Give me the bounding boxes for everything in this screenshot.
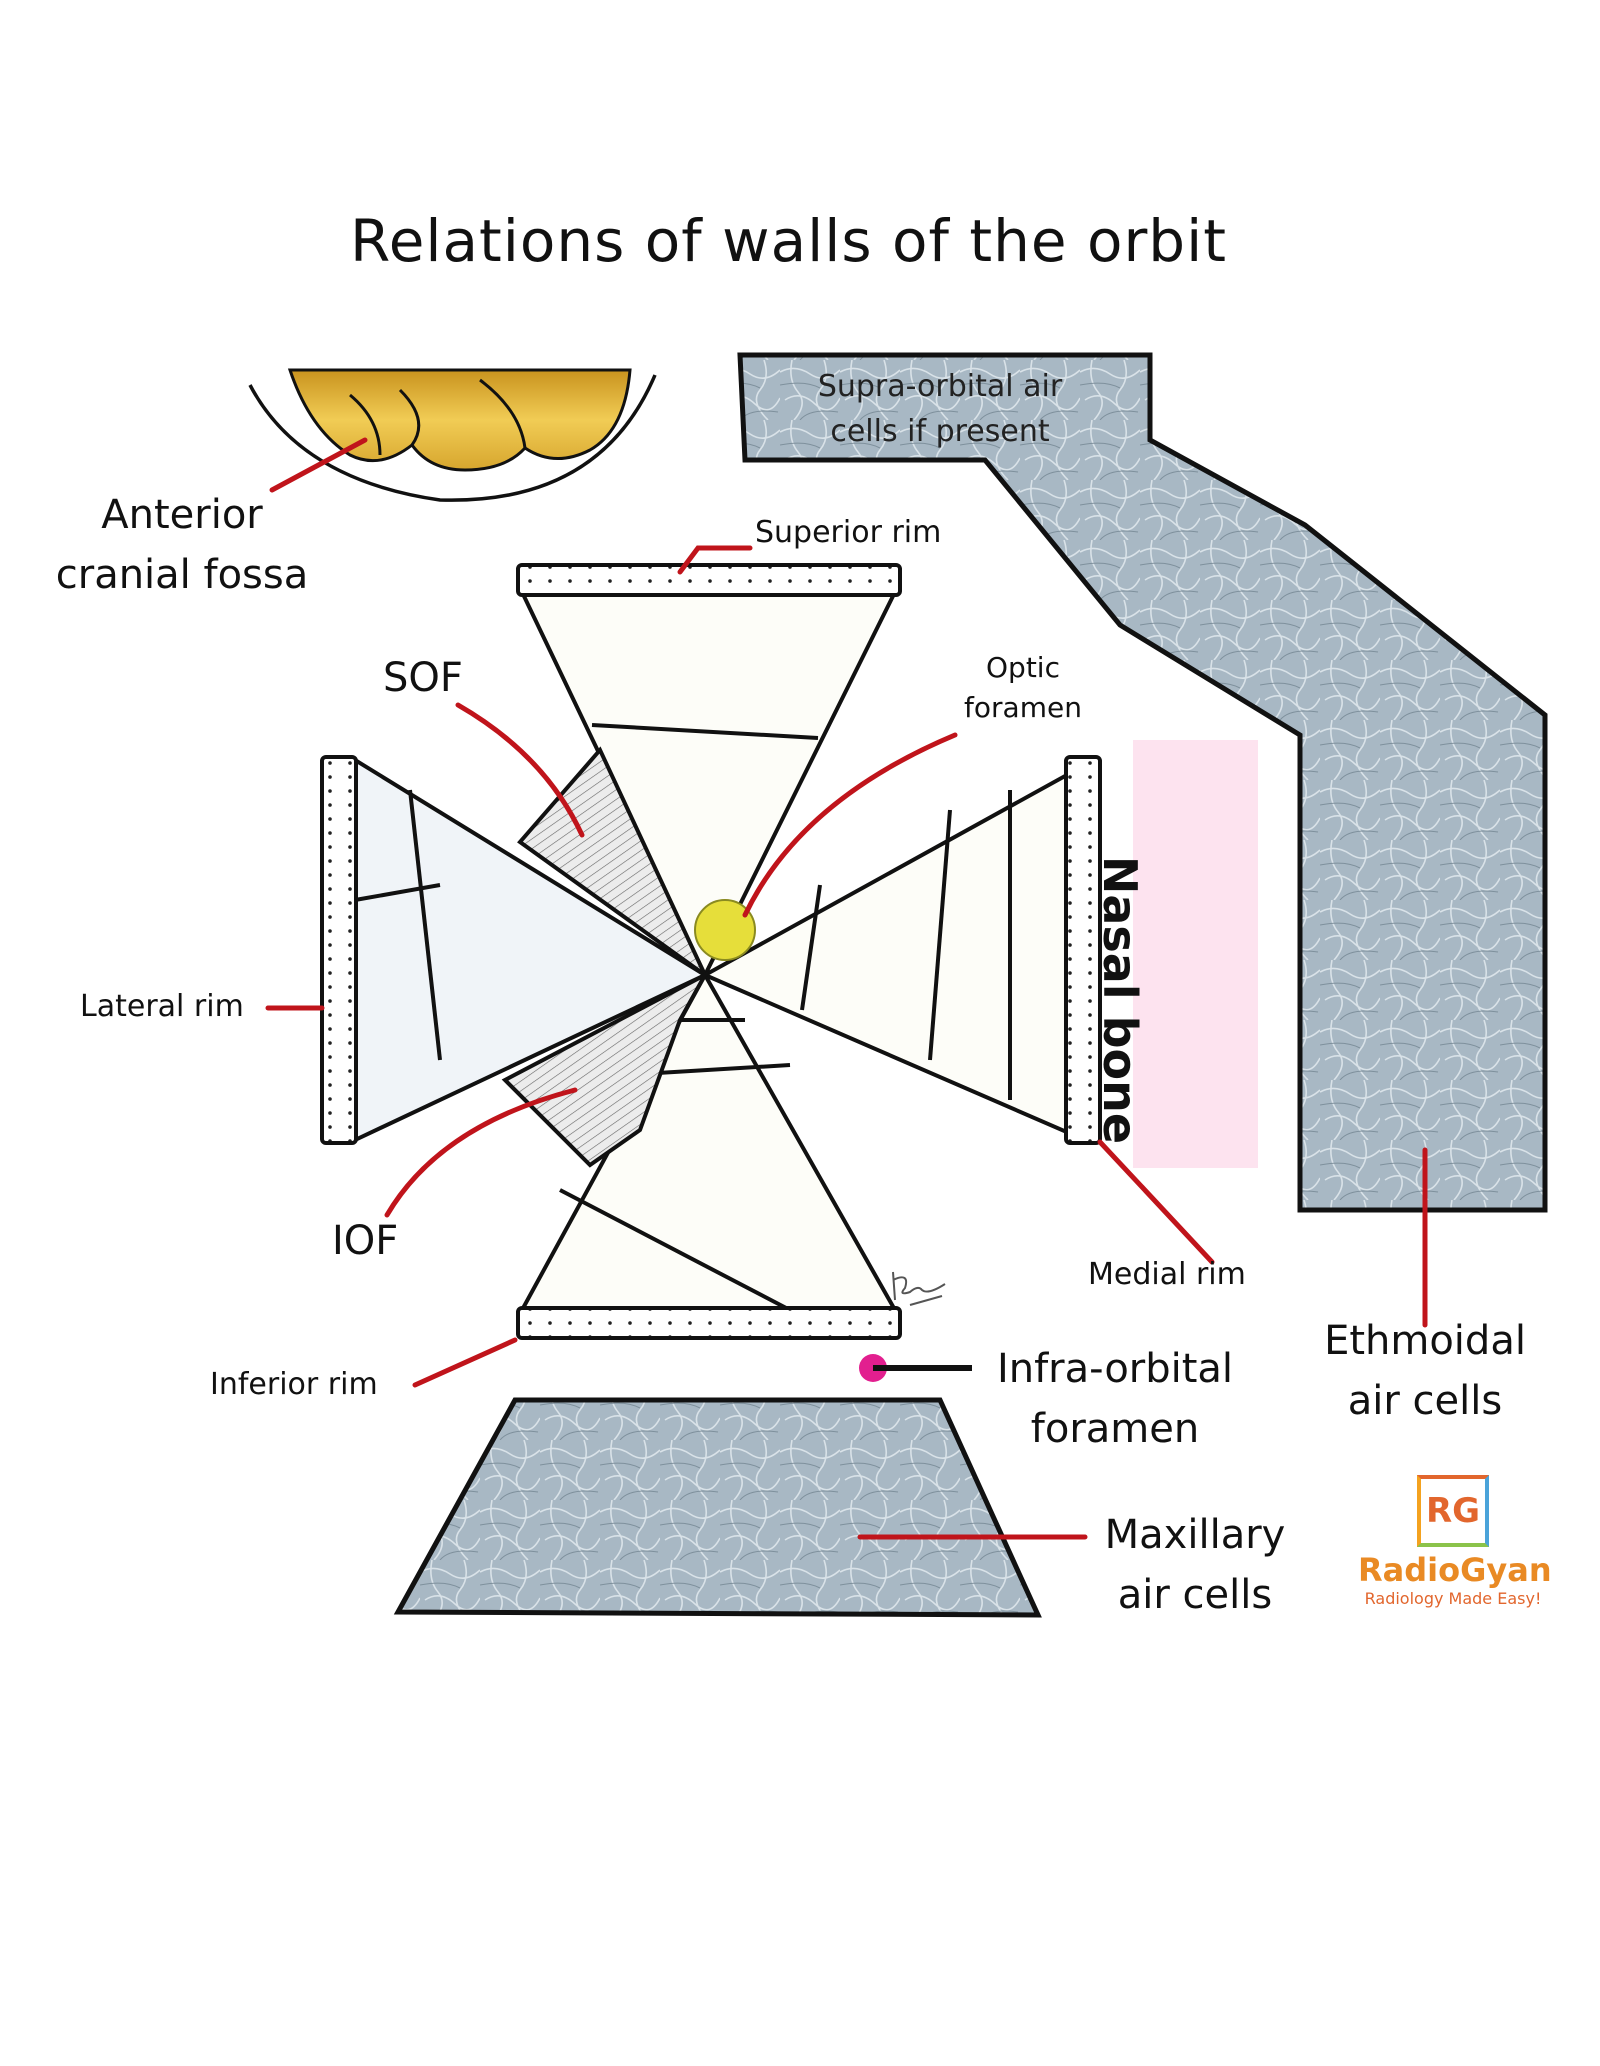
label-optic-foramen: Optic foramen xyxy=(948,651,1098,725)
leader-medial-rim xyxy=(1097,1139,1215,1265)
label-maxillary-line2: air cells xyxy=(1117,1572,1273,1618)
anterior-cranial-fossa xyxy=(248,368,657,502)
signature-mark xyxy=(892,1271,946,1306)
leader-sof xyxy=(455,702,585,838)
superior-rim-bar xyxy=(516,563,902,597)
leader-lines xyxy=(265,437,1428,1540)
leader-superior-rim xyxy=(677,545,753,575)
label-sof: SOF xyxy=(383,655,463,701)
optic-foramen-circle xyxy=(694,899,756,961)
label-anterior-line1: Anterior xyxy=(101,492,263,538)
medial-rim-bar xyxy=(1064,755,1102,1145)
iof-fissure xyxy=(501,970,711,1168)
label-lateral-rim: Lateral rim xyxy=(80,989,244,1024)
label-infra-line2: foramen xyxy=(1030,1406,1200,1452)
label-nasal-bone: Nasal bone xyxy=(1093,855,1147,1145)
label-iof: IOF xyxy=(332,1218,399,1264)
label-ethmoidal-line1: Ethmoidal xyxy=(1324,1318,1526,1364)
diagram-title: Relations of walls of the orbit xyxy=(350,207,1227,275)
nasal-bone-box xyxy=(1133,740,1258,1168)
label-supra-line2: cells if present xyxy=(830,413,1050,449)
inferior-rim-bar xyxy=(516,1306,902,1340)
leader-optic xyxy=(742,732,958,918)
lateral-rim-bar xyxy=(320,755,358,1145)
label-supra-line1: Supra-orbital air xyxy=(817,369,1063,404)
logo-brand: RadioGyan xyxy=(1358,1551,1552,1589)
fossa-lobe-lines xyxy=(349,378,527,456)
label-optic-line1: Optic xyxy=(986,651,1060,684)
leader-inferior-rim xyxy=(412,1337,518,1388)
label-maxillary-line1: Maxillary xyxy=(1104,1512,1286,1558)
radiogyan-logo: RG RadioGyan Radiology Made Easy! xyxy=(1358,1475,1552,1608)
label-ethmoidal: Ethmoidal air cells xyxy=(1300,1318,1550,1424)
fossa-outer-curve xyxy=(248,374,657,502)
label-infra-orbital: Infra-orbital foramen xyxy=(965,1346,1265,1452)
leader-iof xyxy=(384,1087,578,1218)
label-medial-rim: Medial rim xyxy=(1088,1257,1246,1292)
label-ethmoidal-line2: air cells xyxy=(1347,1378,1503,1424)
label-infra-line1: Infra-orbital xyxy=(996,1346,1234,1392)
label-superior-rim: Superior rim xyxy=(755,515,942,550)
label-anterior-cranial-fossa: Anterior cranial fossa xyxy=(42,492,322,598)
label-optic-line2: foramen xyxy=(964,691,1082,725)
logo-badge: RG xyxy=(1417,1475,1489,1547)
logo-tagline: Radiology Made Easy! xyxy=(1364,1589,1542,1608)
label-maxillary: Maxillary air cells xyxy=(1090,1512,1300,1618)
label-anterior-line2: cranial fossa xyxy=(55,552,309,598)
leader-anterior-fossa xyxy=(269,437,368,493)
label-inferior-rim: Inferior rim xyxy=(210,1367,378,1402)
maxillary-air-cells-shape xyxy=(393,1397,1042,1618)
label-supra-orbital: Supra-orbital air cells if present xyxy=(770,369,1110,449)
